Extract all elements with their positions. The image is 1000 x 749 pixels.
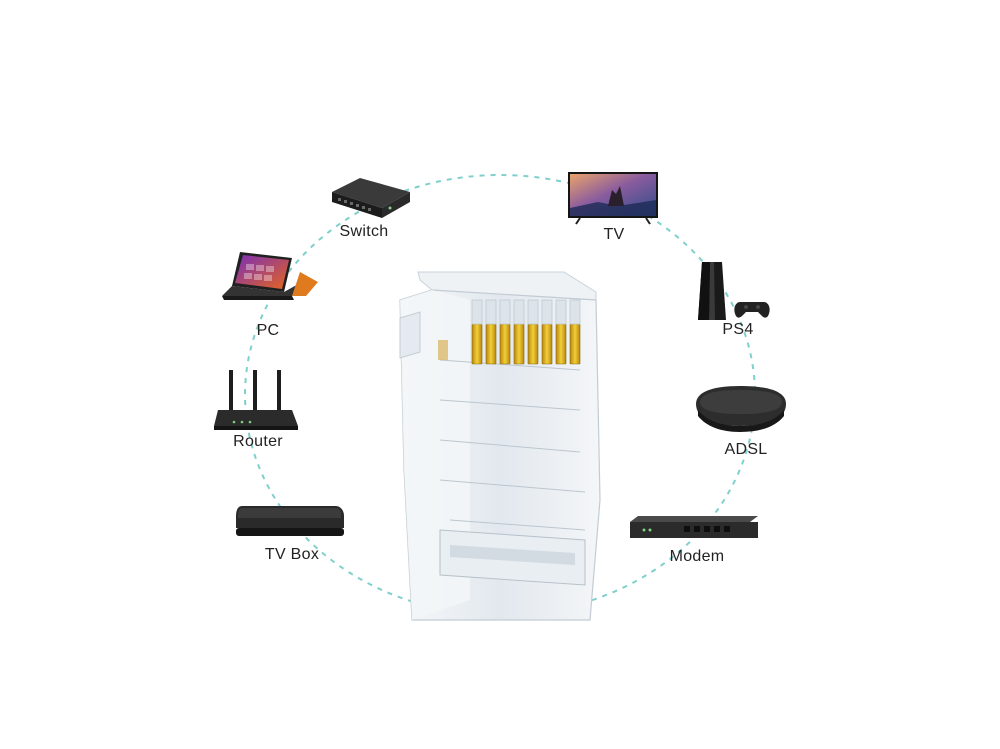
rj45-connector-icon [399, 271, 601, 621]
laptop-icon [222, 252, 318, 300]
adsl-label: ADSL [724, 441, 768, 458]
game-console-icon [698, 262, 770, 320]
tv-label: TV [603, 226, 625, 243]
adsl-box-icon [696, 386, 786, 432]
pc-label: PC [256, 322, 280, 339]
network-switch-icon [332, 178, 410, 218]
wifi-router-icon [214, 370, 298, 430]
tv-box-icon [236, 506, 344, 536]
switch-label: Switch [339, 223, 389, 240]
television-icon [568, 172, 658, 225]
tvbox-label: TV Box [264, 546, 320, 563]
modem-label: Modem [669, 548, 725, 565]
rack-modem-icon [630, 516, 758, 538]
router-label: Router [233, 433, 283, 450]
ps4-label: PS4 [722, 321, 754, 338]
